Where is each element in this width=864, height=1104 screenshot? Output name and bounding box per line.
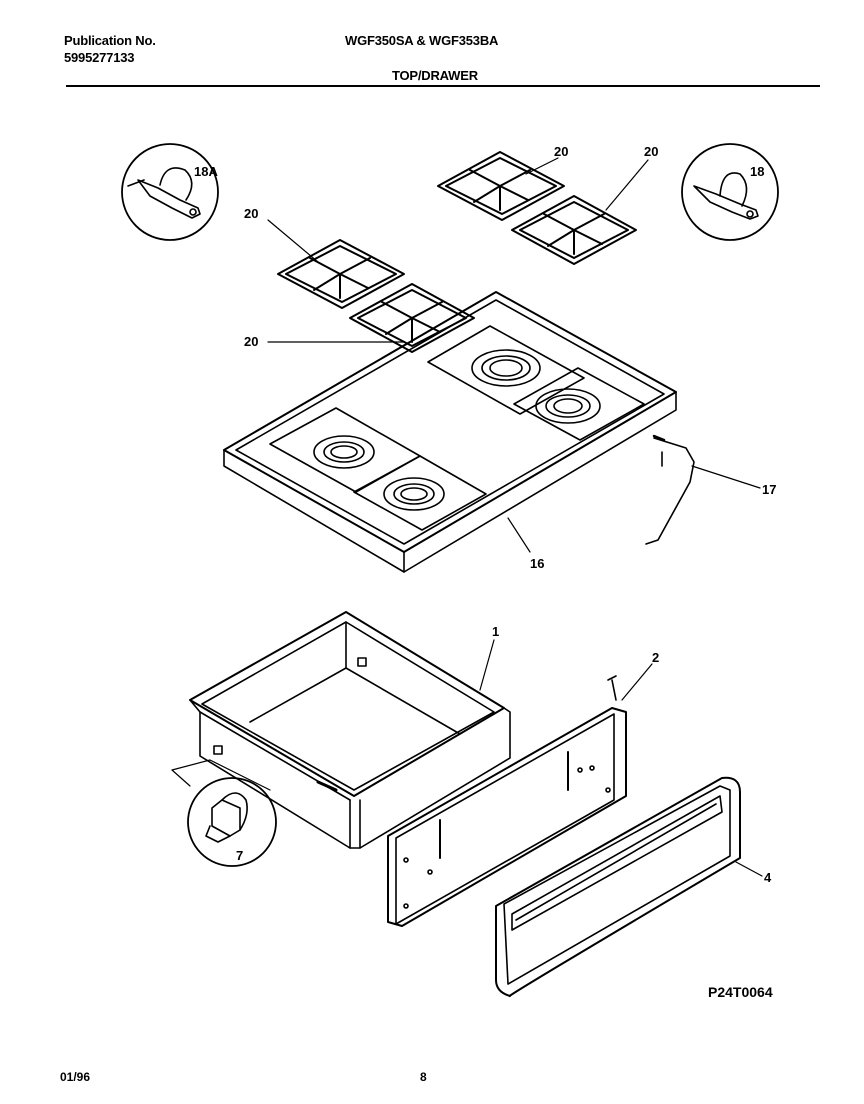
cooktop-main-top — [223, 291, 677, 573]
header-rule — [66, 85, 820, 87]
callout-20-front-right: 20 — [244, 334, 258, 349]
drawer-body — [189, 611, 511, 849]
callout-20-front-left: 20 — [244, 206, 258, 221]
grate-rear-right — [511, 195, 637, 265]
callout-7: 7 — [236, 848, 243, 863]
callout-17: 17 — [762, 482, 776, 497]
top-support-rod — [645, 434, 695, 545]
drawer-handle-panel — [495, 776, 741, 997]
callout-18a: 18A — [194, 164, 218, 179]
publication-label: Publication No. — [64, 33, 156, 48]
grate-rear-left — [437, 151, 565, 221]
callout-20-rear-left: 20 — [554, 144, 568, 159]
publication-number: 5995277133 — [64, 50, 135, 65]
diagram-code: P24T0064 — [708, 984, 773, 1000]
callout-16: 16 — [530, 556, 544, 571]
page-number: 8 — [420, 1070, 427, 1084]
model-numbers: WGF350SA & WGF353BA — [345, 33, 499, 48]
detail-circle-7 — [187, 777, 277, 867]
grate-front-left — [277, 239, 405, 309]
callout-2: 2 — [652, 650, 659, 665]
section-title: TOP/DRAWER — [392, 68, 478, 83]
detail-circle-18 — [681, 143, 779, 241]
detail-circle-18a — [121, 143, 219, 241]
footer-date: 01/96 — [60, 1070, 91, 1084]
callout-18: 18 — [750, 164, 764, 179]
callout-1: 1 — [492, 624, 499, 639]
callout-20-rear-right: 20 — [644, 144, 658, 159]
drawer-front-panel — [387, 707, 627, 927]
callout-4: 4 — [764, 870, 772, 885]
screw — [607, 675, 617, 701]
